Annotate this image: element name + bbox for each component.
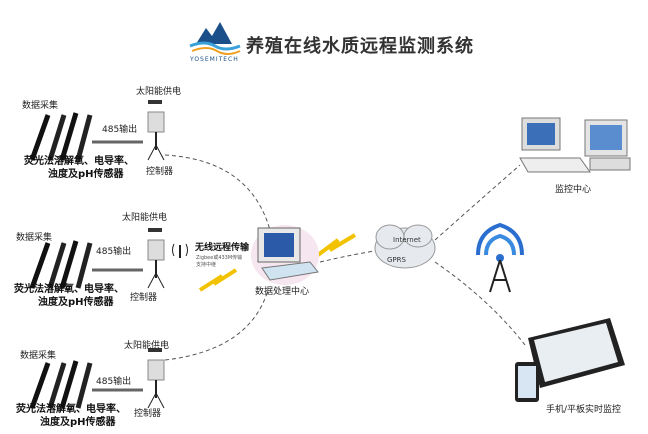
station-graphics [32, 100, 164, 408]
power-label: 太阳能供电 [122, 213, 168, 223]
link-cloud-mobile [434, 261, 526, 346]
sensor-probes-icon [29, 112, 93, 161]
controller-label: 控制器 [146, 167, 174, 177]
sensor-label: 荧光法溶解氧、电导率、 [14, 284, 124, 295]
output-label: 485输出 [96, 247, 132, 257]
link-station1 [164, 154, 271, 231]
mobile-label: 手机/平板实时监控 [546, 405, 622, 415]
cloud-internet: Internet [393, 236, 421, 244]
controller-tripod-icon [147, 100, 165, 161]
link-station3 [164, 289, 269, 361]
sensor-label: 浊度及pH传感器 [40, 417, 116, 428]
tablet-phone-icon [515, 318, 625, 402]
output-label: 485输出 [96, 377, 132, 387]
power-label: 太阳能供电 [124, 341, 170, 351]
cloud-icon [374, 224, 436, 269]
power-label: 太阳能供电 [136, 87, 182, 97]
lightning-icon [316, 233, 357, 257]
monitor-center-computer-icon [519, 117, 631, 173]
monitor-center-label: 监控中心 [555, 185, 592, 195]
controller-label: 控制器 [130, 293, 158, 303]
link-cloud-monitor [434, 164, 521, 241]
collect-label: 数据采集 [20, 351, 57, 361]
collect-label: 数据采集 [22, 101, 59, 111]
data-center-computer-icon [251, 225, 319, 285]
sensor-label: 浊度及pH传感器 [48, 169, 124, 180]
sensor-label: 荧光法溶解氧、电导率、 [16, 404, 126, 415]
collect-label: 数据采集 [16, 233, 53, 243]
cloud-gprs: GPRS [387, 256, 406, 264]
controller-label: 控制器 [134, 409, 162, 419]
logo-icon [189, 22, 241, 55]
link-center-cloud [319, 249, 381, 263]
antenna-icon [172, 243, 188, 258]
logo-text: YOSEMITECH [190, 56, 239, 63]
lightning-icon [198, 268, 238, 292]
signal-tower-icon [476, 222, 524, 293]
wireless-title: 无线远程传输 [195, 243, 250, 253]
wireless-sub: 支持中继 [196, 262, 217, 268]
data-center-label: 数据处理中心 [255, 287, 310, 297]
sensor-label: 浊度及pH传感器 [38, 297, 114, 308]
output-label: 485输出 [102, 125, 138, 135]
page-title: 养殖在线水质远程监测系统 [246, 36, 474, 57]
sensor-label: 荧光法溶解氧、电导率、 [24, 156, 134, 167]
wireless-sub: Zigbee或433M传输 [196, 255, 243, 261]
